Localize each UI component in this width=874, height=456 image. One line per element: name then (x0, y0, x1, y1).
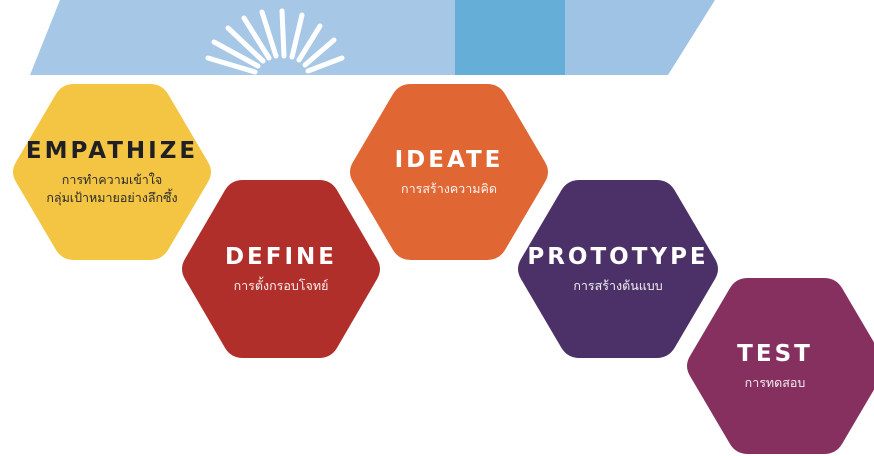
stage-subtitle: การสร้างความคิด (401, 181, 497, 196)
stage-subtitle: การทดสอบ (744, 375, 806, 390)
stage-title: DEFINE (224, 244, 338, 270)
stage-empathize: EMPATHIZE การทำความเข้าใจ กลุ่มเป้าหมายอ… (12, 82, 212, 262)
stage-title: IDEATE (394, 147, 504, 173)
stage-prototype: PROTOTYPE การสร้างต้นแบบ (517, 178, 719, 360)
banner-mid-band (455, 0, 565, 75)
stage-title: TEST (737, 341, 813, 367)
stage-ideate: IDEATE การสร้างความคิด (349, 82, 549, 262)
stage-test: TEST การทดสอบ (686, 276, 874, 456)
stage-subtitle: การตั้งกรอบโจทย์ (233, 278, 329, 293)
banner-right-band (565, 0, 715, 75)
stage-title: EMPATHIZE (25, 138, 199, 164)
hexagon-shape (350, 84, 548, 260)
sunburst-icon (205, 8, 345, 75)
stage-title: PROTOTYPE (527, 244, 709, 270)
hexagon-shape (687, 278, 874, 454)
hexagon-shape (13, 84, 211, 260)
stage-subtitle: การสร้างต้นแบบ (573, 278, 663, 293)
stage-define: DEFINE การตั้งกรอบโจทย์ (181, 178, 381, 360)
hexagon-shape (518, 180, 718, 358)
banner-light-band (30, 0, 455, 75)
hexagon-shape (182, 180, 380, 358)
header-banner (30, 0, 715, 75)
stage-subtitle: การทำความเข้าใจ กลุ่มเป้าหมายอย่างลึกซึ้… (46, 172, 178, 205)
